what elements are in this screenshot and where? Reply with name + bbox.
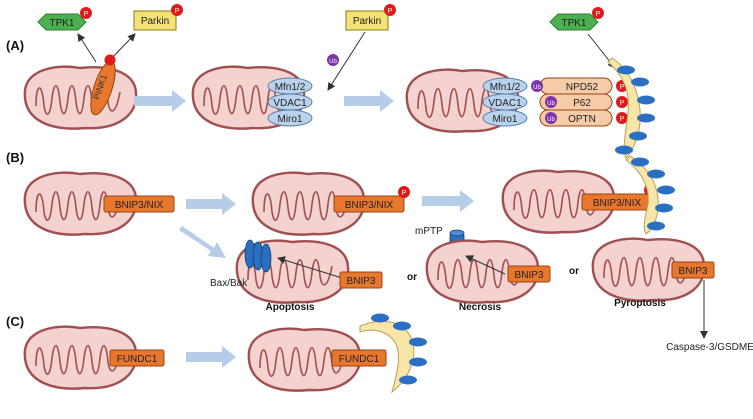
- progress-arrow: [422, 190, 474, 212]
- phospho-label: P: [175, 8, 180, 15]
- tpk1-hexagon-a1: TPK1 P: [37, 7, 92, 31]
- phospho-icon: [592, 7, 604, 19]
- p62-label: P62: [573, 98, 591, 109]
- svg-text:BNIP3: BNIP3: [515, 270, 544, 281]
- lc3-icon: [637, 113, 655, 123]
- phospho-icon: [80, 7, 92, 19]
- lc3-icon: [615, 145, 633, 155]
- caspase-gsdme-label: Caspase-3/GSDME: [666, 342, 753, 353]
- svg-text:P: P: [620, 116, 625, 123]
- progress-arrow: [344, 90, 394, 112]
- necrosis-label: Necrosis: [459, 302, 502, 313]
- progress-arrow: [179, 226, 226, 258]
- bax-bak-label: Bax/Bak: [210, 278, 248, 289]
- tpk1-label: TPK1: [49, 18, 74, 29]
- lc3-icon: [617, 65, 635, 75]
- svg-text:FUNDC1: FUNDC1: [339, 354, 380, 365]
- parkin-label: Parkin: [353, 16, 381, 27]
- bax-bak-channel: [244, 239, 272, 273]
- ub-icon: [531, 80, 543, 92]
- fundc1-receptor-c2: FUNDC1: [331, 349, 387, 367]
- svg-text:P: P: [620, 84, 625, 91]
- svg-text:Mfn1/2: Mfn1/2: [490, 82, 521, 93]
- ub-icon: [545, 112, 557, 124]
- pyroptosis-label: Pyroptosis: [614, 298, 666, 309]
- svg-text:Miro1: Miro1: [492, 114, 517, 125]
- phospho-label: P: [596, 11, 601, 18]
- svg-text:VDAC1: VDAC1: [488, 98, 522, 109]
- fundc1-receptor-c1: FUNDC1: [109, 349, 165, 367]
- arrow-parkin-to-mito: [327, 31, 366, 91]
- phospho-icon: [384, 4, 396, 16]
- pink1-receptor: PINK1: [90, 54, 116, 116]
- mptp-label: mPTP: [415, 226, 443, 237]
- or-label: or: [569, 266, 579, 277]
- lc3-icon: [629, 131, 647, 141]
- svg-text:BNIP3/NIX: BNIP3/NIX: [593, 198, 642, 209]
- vdac1-label: VDAC1: [273, 98, 307, 109]
- progress-arrow: [134, 90, 186, 112]
- progress-arrow: [186, 346, 236, 368]
- svg-text:Ub: Ub: [533, 85, 541, 91]
- miro1-label: Miro1: [277, 114, 302, 125]
- phospho-icon: [616, 96, 628, 108]
- parkin-box-a1: Parkin P: [133, 4, 183, 31]
- bnip3-receptor-pyroptosis: BNIP3: [671, 261, 715, 279]
- tpk1-hexagon-a3: TPK1 P: [549, 7, 604, 31]
- bnip3-receptor-necrosis: BNIP3: [507, 265, 551, 283]
- phospho-icon: [171, 4, 183, 16]
- arrow-to-tpk1: [77, 33, 97, 63]
- bnip3-label: BNIP3: [347, 276, 376, 287]
- adapter-stack-a3: Mfn1/2 VDAC1 Miro1 NPD52 P62 OPTN Ub Ub …: [482, 77, 628, 127]
- phospho-icon: [616, 112, 628, 124]
- or-label: or: [407, 272, 417, 283]
- optn-label: OPTN: [568, 114, 596, 125]
- svg-text:BNIP3/NIX: BNIP3/NIX: [345, 200, 394, 211]
- fundc1-label: FUNDC1: [117, 354, 158, 365]
- svg-text:P: P: [402, 190, 407, 197]
- svg-text:Ub: Ub: [329, 59, 337, 65]
- lc3-icon: [631, 77, 649, 87]
- parkin-box-a2: Parkin P: [345, 4, 396, 31]
- parkin-label: Parkin: [141, 16, 169, 27]
- section-b-label: (B): [6, 150, 24, 165]
- lc3-icon: [637, 95, 655, 105]
- apoptosis-label: Apoptosis: [266, 302, 315, 313]
- phospho-label: P: [84, 11, 89, 18]
- bnip3nix-label: BNIP3/NIX: [115, 200, 164, 211]
- arrow-bnip3-to-baxbak: [277, 256, 343, 279]
- progress-arrow: [186, 193, 236, 215]
- phagophore-membrane-b3: [625, 155, 675, 235]
- bnip3nix-receptor-b2: BNIP3/NIX P: [333, 186, 410, 213]
- phospho-icon: [398, 186, 410, 198]
- svg-text:Ub: Ub: [547, 101, 555, 107]
- svg-text:BNIP3: BNIP3: [679, 266, 708, 277]
- phospho-icon: [104, 54, 116, 66]
- phospho-label: P: [388, 8, 393, 15]
- mitochondrion-a1: [23, 65, 138, 130]
- svg-text:Ub: Ub: [547, 117, 555, 123]
- tpk1-label: TPK1: [561, 18, 586, 29]
- ub-icon: [545, 96, 557, 108]
- section-c-label: (C): [6, 314, 24, 329]
- npd52-label: NPD52: [566, 82, 599, 93]
- ub-icon: Ub: [327, 54, 339, 66]
- bnip3-receptor-apoptosis: BNIP3: [339, 271, 383, 289]
- arrow-bnip3-to-mptp: [465, 255, 506, 275]
- bnip3nix-receptor-b1: BNIP3/NIX: [103, 195, 175, 213]
- phagophore-membrane-a3: [607, 57, 655, 159]
- svg-text:P: P: [620, 100, 625, 107]
- adapter-stack-a2: Mfn1/2 VDAC1 Miro1: [267, 77, 313, 127]
- mfn12-label: Mfn1/2: [275, 82, 306, 93]
- section-a-label: (A): [6, 38, 24, 53]
- phagophore-membrane-c2: [359, 313, 427, 394]
